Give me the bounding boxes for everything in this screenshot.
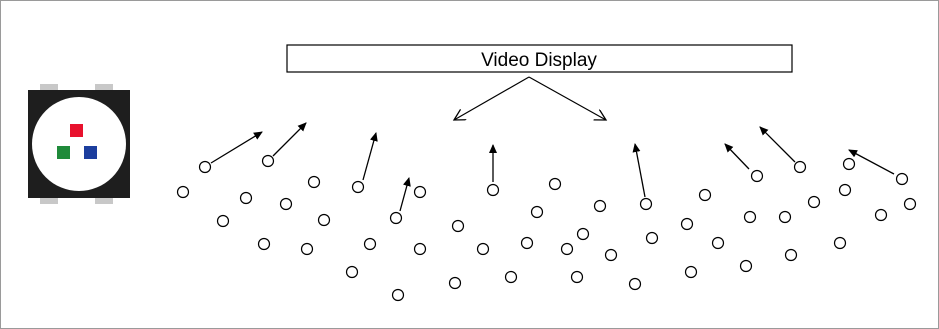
led-dot [793,160,807,174]
led-dot [476,242,490,256]
led-dot [520,236,534,250]
led-dot [698,188,712,202]
led-orientation-arrows [210,122,895,212]
led-dot [279,197,293,211]
led-dot [628,277,642,291]
video-display-label: Video Display [481,50,597,71]
led-dot [743,210,757,224]
led-dot [576,227,590,241]
led-dot [784,248,798,262]
led-dot [639,197,653,211]
led-dot [895,172,909,186]
led-dot [351,180,365,194]
led-dot [593,199,607,213]
led-blue-die [84,146,97,159]
video-display-box [286,44,793,73]
led-dot [391,288,405,302]
led-dot [548,177,562,191]
led-dot [739,259,753,273]
led-dot [363,237,377,251]
led-dot [345,265,359,279]
video-display: Video Display [286,44,793,73]
view-arrow-left [454,76,530,120]
led-dot [448,276,462,290]
led-dot [389,211,403,225]
rgb-led-icon [28,84,130,204]
led-dot [807,195,821,209]
led-pad-top-left [40,84,58,92]
led-dot [711,236,725,250]
led-dot [257,237,271,251]
led-dot [300,242,314,256]
led-dot [413,242,427,256]
led-dot [750,169,764,183]
orientation-arrow [632,143,646,198]
led-lens [32,97,126,191]
led-dot [486,183,500,197]
viewing-angle-arrows [454,76,606,120]
led-red-die [70,124,83,137]
orientation-arrow [362,132,378,181]
led-dot-field [176,154,917,302]
led-dot [176,185,190,199]
led-dot [842,157,856,171]
led-dot [198,160,212,174]
led-dot [560,242,574,256]
orientation-arrow [848,149,895,175]
led-dot [307,175,321,189]
orientation-arrow [210,131,263,164]
orientation-arrow [272,122,307,157]
led-dot [903,197,917,211]
led-dot [604,248,618,262]
led-dot [317,213,331,227]
led-dot [413,185,427,199]
orientation-arrow [399,177,411,212]
led-dot [216,214,230,228]
view-arrow-right [528,76,606,120]
led-green-die [57,146,70,159]
led-dot [680,217,694,231]
led-dot [778,210,792,224]
led-dot [261,154,275,168]
led-pad-bottom-right [95,196,113,204]
led-dot [874,208,888,222]
led-dot [684,265,698,279]
led-pad-bottom-left [40,196,58,204]
led-dot [833,236,847,250]
led-dot [570,270,584,284]
orientation-arrow [759,126,796,163]
led-dot [504,270,518,284]
led-dot [645,231,659,245]
led-dot [530,205,544,219]
led-dot [838,183,852,197]
led-pad-top-right [95,84,113,92]
led-dot [451,219,465,233]
orientation-arrow [724,143,750,170]
led-dot [239,191,253,205]
